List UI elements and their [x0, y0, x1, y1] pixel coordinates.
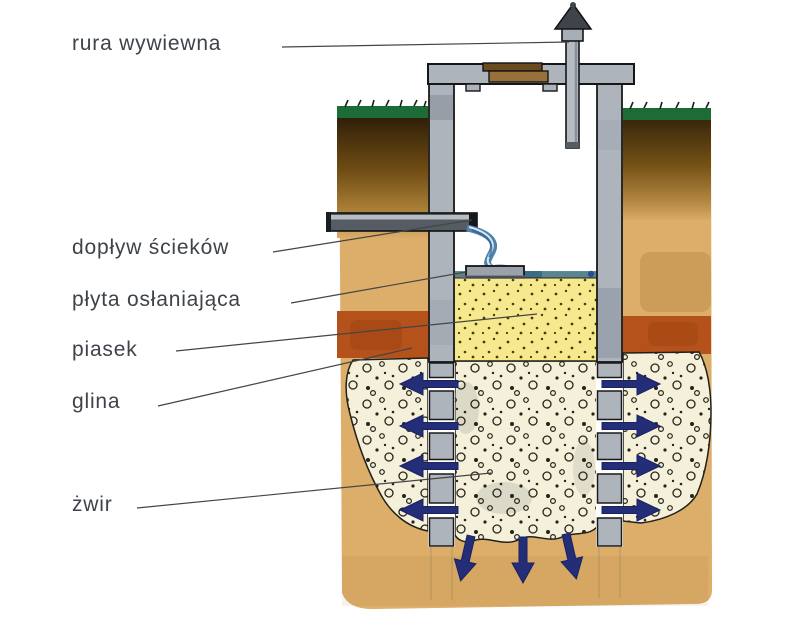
- chamber-lid: [427, 62, 635, 92]
- sand-dots: [455, 278, 597, 361]
- inflow-pipe-highlight: [330, 215, 470, 220]
- lid-lip-right: [542, 83, 558, 92]
- outflow-arrow-right-2: [601, 414, 662, 438]
- outflow-arrow-left-1: [398, 372, 459, 396]
- label-gravel: żwir: [72, 493, 113, 516]
- leader-lines: [136, 41, 570, 509]
- seepage-arrows: [398, 372, 662, 584]
- clay-band-right: [623, 316, 711, 354]
- label-cover-plate: płyta osłaniająca: [72, 288, 241, 311]
- leader-line-vent-pipe: [281, 41, 570, 48]
- outflow-arrow-left-2: [398, 414, 459, 438]
- outflow-arrow-right-1: [601, 372, 662, 396]
- grass-strips: [337, 106, 711, 120]
- soil-patch-right: [640, 252, 711, 312]
- grass-tufts: [344, 99, 710, 110]
- label-clay: glina: [72, 390, 121, 413]
- wall-right-rings: [596, 362, 623, 547]
- clay-shade-left: [350, 320, 402, 350]
- clay-shade-right: [648, 322, 698, 346]
- label-vent-pipe: rura wywiewna: [72, 32, 222, 55]
- vent-pipe-tip: [566, 142, 579, 148]
- water-drop: [587, 270, 595, 278]
- outflow-arrow-right-3: [601, 454, 662, 478]
- vent-cap-knob: [570, 2, 576, 8]
- wood-hatch-top: [482, 62, 543, 72]
- leader-line-cover-plate: [290, 271, 467, 304]
- leader-line-gravel: [136, 472, 492, 509]
- wall-left-rings: [428, 362, 455, 547]
- leader-line-sewage-inflow: [272, 219, 473, 253]
- gravel-layer: [345, 351, 712, 544]
- waterline-dark: [520, 271, 542, 278]
- lid-lip-left: [465, 83, 481, 92]
- grass-left: [337, 106, 428, 118]
- label-sewage-inflow: dopływ ścieków: [72, 236, 230, 259]
- inflow-pipe: [326, 212, 478, 232]
- splash-plate-shadow: [459, 275, 525, 279]
- vent-cap-cone: [553, 2, 593, 30]
- pencil-lines: [430, 547, 621, 600]
- outflow-arrow-right-4: [601, 498, 662, 522]
- vent-collar: [561, 27, 584, 42]
- vent-pipe: [553, 2, 593, 149]
- grass-right: [623, 108, 711, 120]
- leader-line-clay: [157, 347, 413, 407]
- label-sand: piasek: [72, 338, 138, 361]
- wood-hatch-body: [488, 70, 549, 83]
- leader-line-sand: [175, 313, 538, 352]
- outflow-arrow-left-4: [398, 498, 459, 522]
- soil-column-right: [623, 110, 711, 220]
- inflow-pipe-end: [326, 212, 331, 232]
- outflow-arrow-left-3: [398, 454, 459, 478]
- wall-washes: [430, 95, 621, 358]
